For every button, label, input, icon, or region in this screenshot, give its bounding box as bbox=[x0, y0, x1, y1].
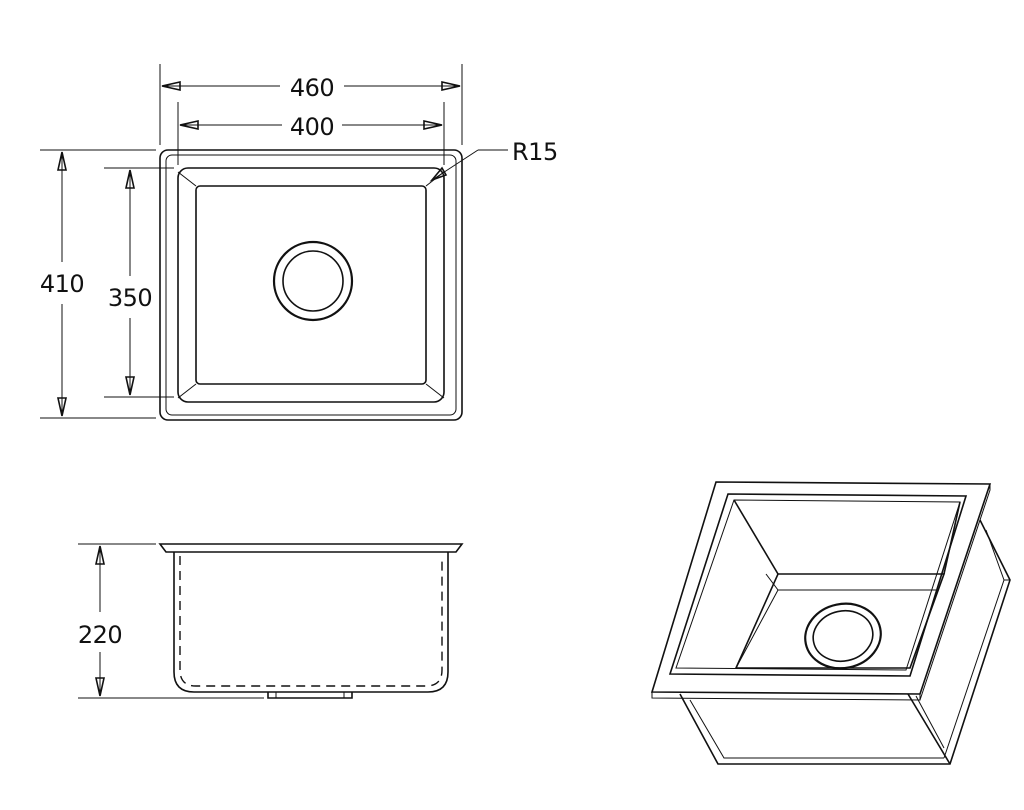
top-view-outer-rim-inner bbox=[165, 154, 457, 416]
dimension-220-label: 220 bbox=[78, 621, 122, 649]
dimension-220: 220 bbox=[78, 543, 264, 699]
side-view-bowl bbox=[173, 552, 449, 693]
dimension-460-label: 460 bbox=[290, 74, 334, 102]
top-view-bowl-floor bbox=[195, 185, 427, 385]
top-view-outer-rim bbox=[159, 149, 463, 421]
radius-callout: R15 bbox=[429, 138, 558, 182]
dimension-400-label: 400 bbox=[290, 113, 334, 141]
isometric-view bbox=[650, 481, 1011, 765]
side-view-drain bbox=[267, 692, 353, 699]
side-view-hidden-line bbox=[179, 556, 443, 687]
iso-drain-inner bbox=[812, 609, 874, 663]
side-view bbox=[158, 543, 464, 699]
top-view bbox=[159, 149, 463, 421]
top-view-drain-inner bbox=[282, 250, 344, 312]
top-view-drain-outer bbox=[272, 240, 354, 322]
iso-drain-outer bbox=[804, 602, 882, 670]
dimension-400: 400 bbox=[177, 102, 445, 165]
dimension-410-label: 410 bbox=[40, 270, 84, 298]
dimension-350-label: 350 bbox=[108, 284, 152, 312]
dimension-410: 410 bbox=[40, 149, 156, 419]
dimension-460: 460 bbox=[159, 64, 463, 145]
dimension-350: 350 bbox=[104, 167, 174, 398]
radius-callout-label: R15 bbox=[512, 138, 558, 166]
top-view-bowl-edge bbox=[177, 167, 445, 403]
